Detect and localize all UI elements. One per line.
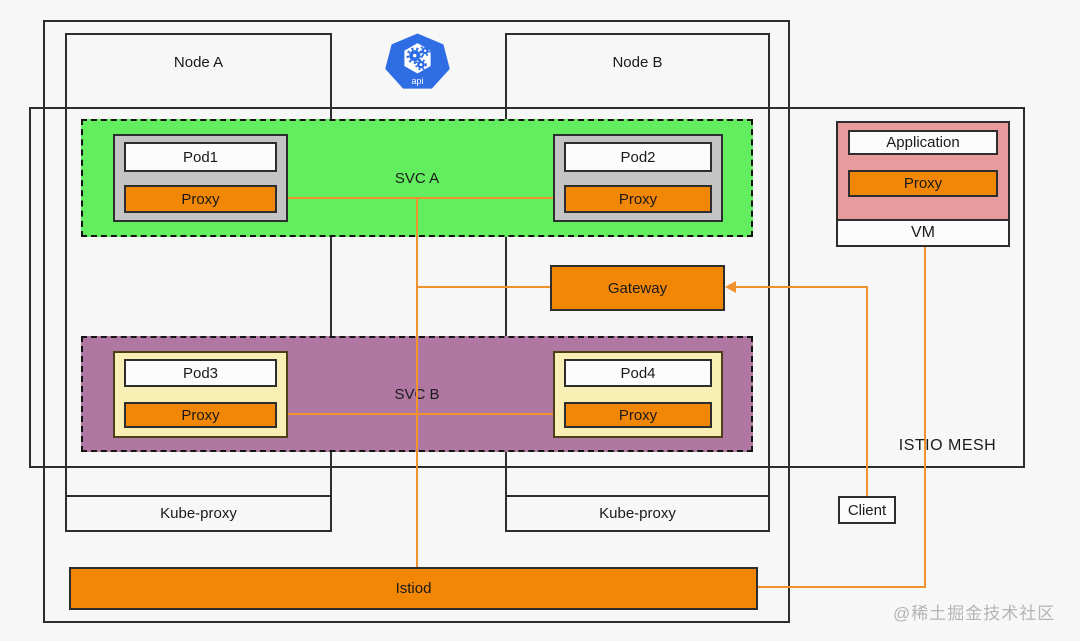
vm-proxy-label: Proxy <box>903 175 943 192</box>
node-b-kube-proxy-label: Kube-proxy <box>599 505 676 522</box>
node-b-label: Node B <box>612 53 663 71</box>
istio-mesh-box <box>29 107 1025 468</box>
svc-a-label: SVC A <box>394 169 440 187</box>
node-a-kube-proxy: Kube-proxy <box>65 495 332 532</box>
istiod-box: Istiod <box>69 567 758 610</box>
gateway-box: Gateway <box>550 265 725 311</box>
link-istiod-vm <box>758 586 926 588</box>
pod1-box: Pod1 Proxy <box>113 134 288 222</box>
pod2-proxy-box: Proxy <box>564 185 712 213</box>
pod4-box: Pod4 Proxy <box>553 351 723 438</box>
link-pod1-pod2 <box>278 197 566 199</box>
pod1-proxy-label: Proxy <box>181 190 220 208</box>
pod1-label-box: Pod1 <box>124 142 277 172</box>
vm-application-box: Application <box>848 130 998 155</box>
pod3-proxy-label: Proxy <box>181 406 220 424</box>
pod1-proxy-box: Proxy <box>124 185 277 213</box>
link-client-vertical <box>866 286 868 496</box>
link-svc-gateway <box>416 286 550 288</box>
pod3-label: Pod3 <box>182 364 219 382</box>
pod3-proxy-box: Proxy <box>124 402 277 428</box>
pod2-proxy-label: Proxy <box>618 190 658 208</box>
vm-strip: VM <box>838 219 1008 245</box>
pod1-label: Pod1 <box>182 148 219 166</box>
node-a-label: Node A <box>173 53 224 71</box>
link-svc-istiod-vertical <box>416 197 418 567</box>
vm-application-label: Application <box>886 134 960 151</box>
node-a-kube-proxy-label: Kube-proxy <box>160 505 237 522</box>
api-logo-label: api <box>412 76 424 86</box>
vm-label: VM <box>911 224 935 241</box>
gateway-label: Gateway <box>607 279 668 297</box>
cluster-box <box>43 20 790 623</box>
istiod-label: Istiod <box>395 580 432 597</box>
node-b-kube-proxy: Kube-proxy <box>505 495 770 532</box>
vm-box: Application Proxy VM <box>836 121 1010 247</box>
vm-proxy-box: Proxy <box>848 170 998 197</box>
client-label: Client <box>847 501 887 519</box>
gateway-arrow-icon <box>725 281 736 293</box>
kubernetes-api-icon: api <box>383 32 452 93</box>
watermark: @稀土掘金技术社区 <box>893 604 1056 623</box>
pod4-label-box: Pod4 <box>564 359 712 387</box>
pod3-label-box: Pod3 <box>124 359 277 387</box>
link-client-gateway <box>734 286 868 288</box>
pod4-proxy-label: Proxy <box>618 406 658 424</box>
pod2-box: Pod2 Proxy <box>553 134 723 222</box>
node-a-box <box>65 33 332 532</box>
link-pod3-pod4 <box>275 413 565 415</box>
pod4-proxy-box: Proxy <box>564 402 712 428</box>
istio-mesh-label: ISTIO MESH <box>898 437 997 454</box>
pod3-box: Pod3 Proxy <box>113 351 288 438</box>
link-vm-proxy-vertical <box>924 197 926 588</box>
pod2-label: Pod2 <box>620 148 656 166</box>
pod2-label-box: Pod2 <box>564 142 712 172</box>
pod4-label: Pod4 <box>620 364 656 382</box>
client-box: Client <box>838 496 896 524</box>
